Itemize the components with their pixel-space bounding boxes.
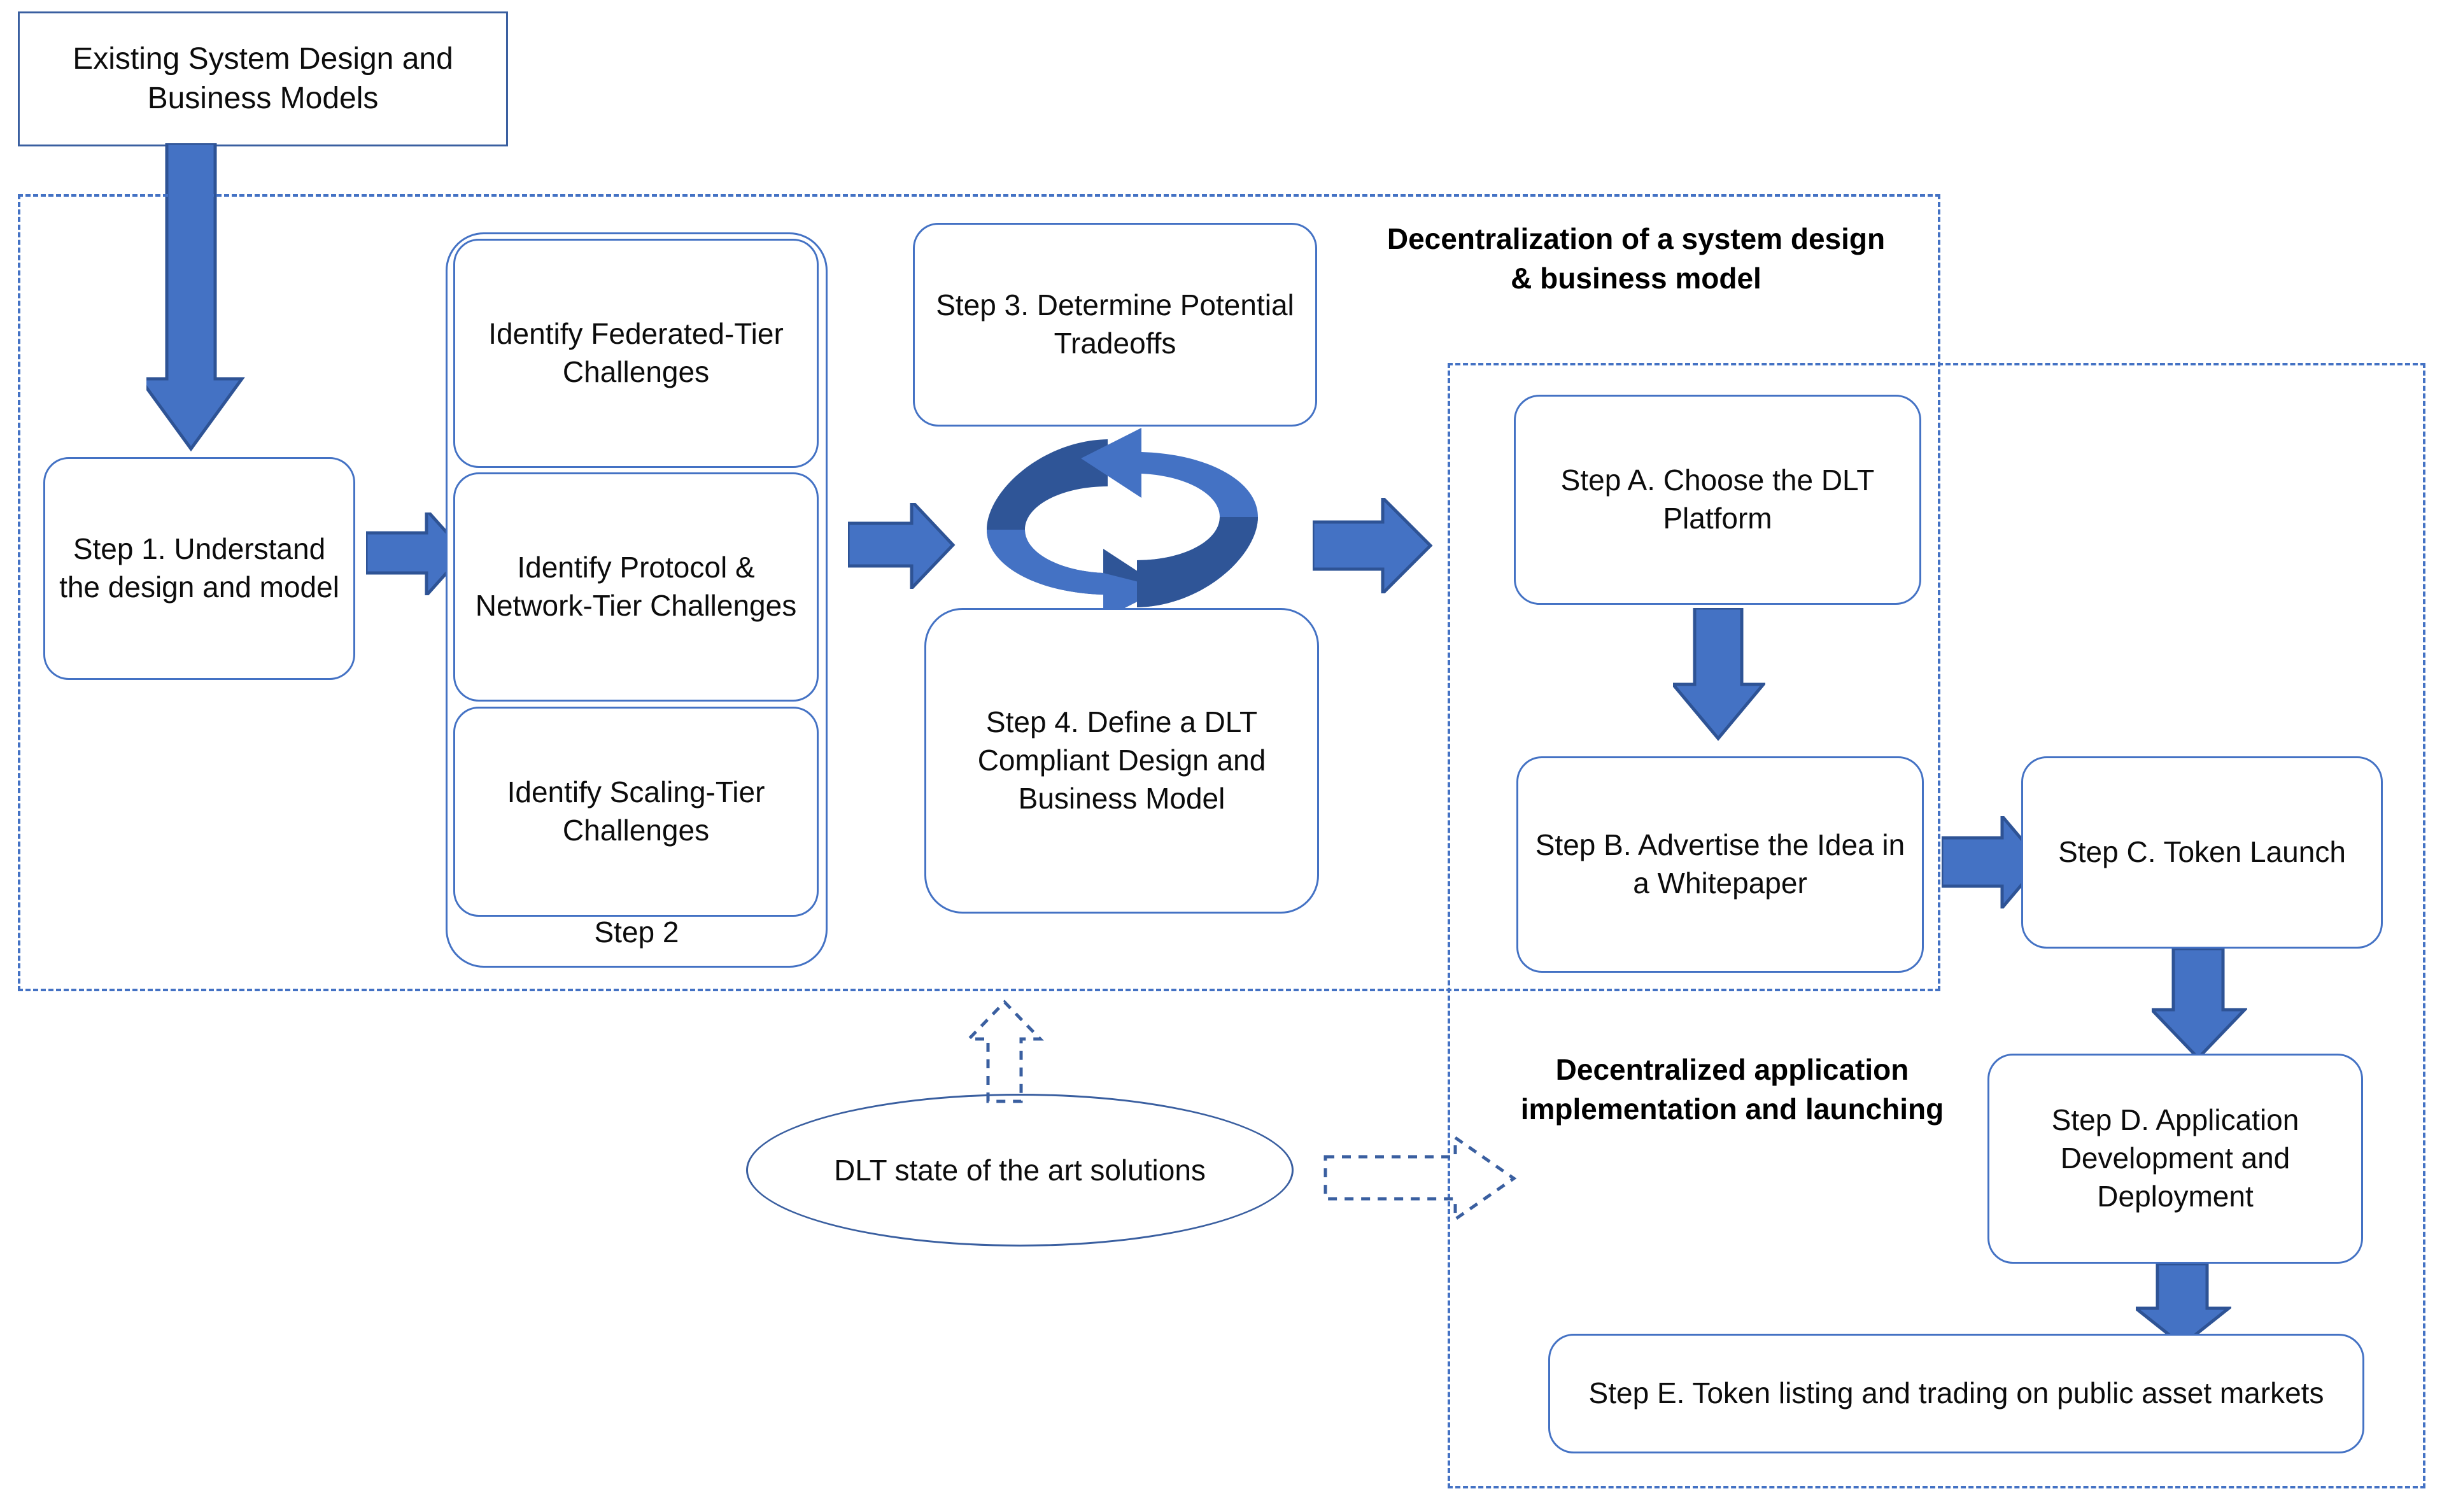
node-identify-scaling-tier-challenges[interactable]: Identify Scaling-Tier Challenges	[453, 707, 819, 917]
node-label: Step 3. Determine Potential Tradeoffs	[936, 288, 1294, 360]
arrow-stepD-to-stepE	[2131, 1262, 2234, 1348]
group-implementation-boundary	[1448, 363, 2425, 1488]
group-implementation-label: Decentralized application implementation…	[1520, 1053, 1944, 1126]
node-step-2-label: Step 2	[594, 915, 679, 949]
node-label: Step E. Token listing and trading on pub…	[1588, 1376, 2324, 1410]
node-step-c[interactable]: Step C. Token Launch	[2021, 756, 2383, 949]
node-step-4[interactable]: Step 4. Define a DLT Compliant Design an…	[924, 608, 1319, 914]
node-step-a[interactable]: Step A. Choose the DLT Platform	[1514, 395, 1921, 605]
node-dlt-state-of-the-art-solutions[interactable]: DLT state of the art solutions	[746, 1094, 1294, 1247]
node-label: DLT state of the art solutions	[834, 1154, 1206, 1187]
dashed-right-arrow-icon	[1323, 1134, 1520, 1224]
node-label: Step B. Advertise the Idea in a Whitepap…	[1535, 828, 1905, 900]
node-existing-system-design[interactable]: Existing System Design and Business Mode…	[18, 11, 508, 146]
node-label: Identify Scaling-Tier Challenges	[507, 775, 765, 847]
node-step-d[interactable]: Step D. Application Development and Depl…	[1987, 1054, 2363, 1264]
arrow-source-to-step1	[137, 141, 248, 462]
group-decentralization-label: Decentralization of a system design & bu…	[1387, 222, 1886, 295]
arrow-to-implementation-group	[1311, 493, 1434, 598]
node-step-e[interactable]: Step E. Token listing and trading on pub…	[1548, 1334, 2364, 1453]
node-label: Existing System Design and Business Mode…	[73, 41, 453, 115]
node-label: Step D. Application Development and Depl…	[2051, 1103, 2299, 1213]
arrow-stepC-to-stepD	[2148, 947, 2248, 1061]
node-identify-federated-tier-challenges[interactable]: Identify Federated-Tier Challenges	[453, 239, 819, 468]
node-step-1[interactable]: Step 1. Understand the design and model	[43, 457, 355, 680]
dashed-up-arrow-icon	[955, 1000, 1057, 1105]
arrow-step2-to-cycle	[846, 497, 956, 593]
node-step-b[interactable]: Step B. Advertise the Idea in a Whitepap…	[1516, 756, 1924, 973]
node-label: Identify Federated-Tier Challenges	[488, 317, 784, 388]
circular-arrows-icon	[973, 428, 1272, 619]
node-label: Step 1. Understand the design and model	[59, 532, 339, 604]
node-identify-protocol-network-tier-challenges[interactable]: Identify Protocol & Network-Tier Challen…	[453, 472, 819, 702]
node-label: Step C. Token Launch	[2058, 835, 2346, 869]
node-label: Step A. Choose the DLT Platform	[1560, 463, 1875, 535]
node-label: Step 4. Define a DLT Compliant Design an…	[977, 705, 1266, 815]
node-step-3[interactable]: Step 3. Determine Potential Tradeoffs	[913, 223, 1317, 427]
node-label: Identify Protocol & Network-Tier Challen…	[475, 551, 797, 622]
group-decentralization-boundary	[18, 194, 1940, 991]
arrow-stepA-to-stepB	[1669, 606, 1767, 742]
